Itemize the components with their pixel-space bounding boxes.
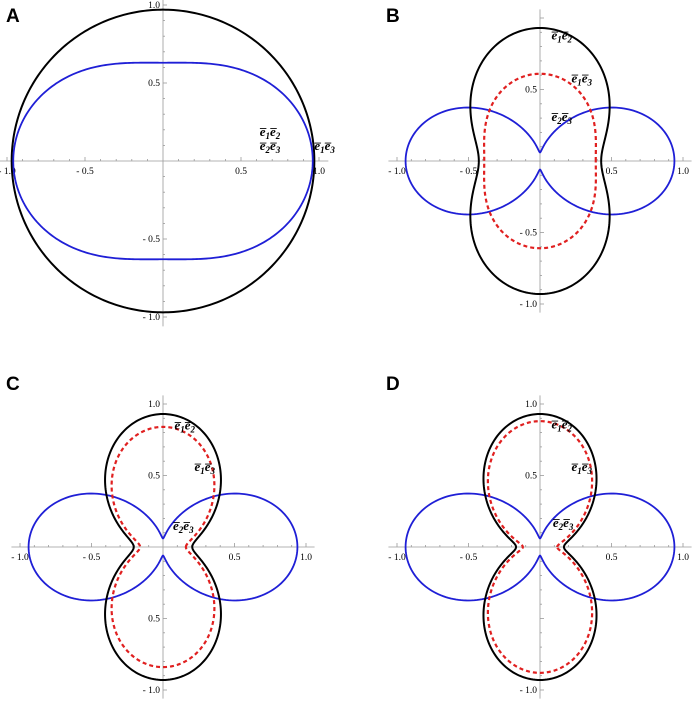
panel-a-x-tick-label: 0.5 bbox=[235, 167, 247, 177]
panel-c-curve-label-2: e̅1e̅3 bbox=[194, 459, 215, 476]
panel-b-series-2 bbox=[469, 27, 611, 295]
panel-a-curve-label-3: e̅1e̅3 bbox=[314, 138, 335, 155]
panel-d-x-tick-label: 1.0 bbox=[677, 553, 689, 563]
panel-a-curve-label-2: e̅2e̅3 bbox=[259, 138, 280, 155]
panel-b-y-tick-label: 0.5 bbox=[525, 86, 537, 96]
panel-d-series-1 bbox=[404, 492, 676, 602]
panel-b-curves bbox=[404, 27, 676, 295]
panel-letter-d: D bbox=[386, 374, 400, 395]
panel-d-y-tick-label: 0.5 bbox=[525, 472, 537, 482]
panel-c-x-tick-label: - 1.0 bbox=[11, 553, 29, 563]
panel-c-x-tick-label: 1.0 bbox=[300, 553, 312, 563]
panel-b-x-tick-label: - 0.5 bbox=[460, 167, 478, 177]
panel-c-y-tick-label: - 1.0 bbox=[143, 686, 161, 696]
panel-b-curve-label-2: e̅1e̅3 bbox=[571, 70, 592, 87]
panel-c-series-1 bbox=[27, 492, 299, 602]
panel-c-labels: e̅1e̅2 e̅1e̅3 e̅2e̅3 bbox=[173, 418, 216, 535]
panel-d-x-tick-label: - 0.5 bbox=[460, 553, 478, 563]
panel-d-series-3 bbox=[486, 420, 594, 674]
panel-c-y-tick-label: 0.5 bbox=[148, 472, 160, 482]
panel-a-y-tick-label: - 0.5 bbox=[143, 235, 161, 245]
panel-a-axes: - 1.0 - 0.5 0.5 1.0 1.0 0.5 - 0.5 - 1.0 bbox=[0, 0, 329, 327]
panel-c-series-3 bbox=[110, 425, 216, 669]
panel-d-curve-label-1: e̅1e̅2 bbox=[551, 416, 572, 433]
panel-d-curve-label-3: e̅2e̅3 bbox=[552, 515, 573, 532]
panel-c-y-tick-label: 0.5 bbox=[148, 615, 160, 625]
panel-d-axes: - 1.0 - 0.5 0.5 1.0 1.0 0.5 - 1.0 bbox=[388, 395, 692, 699]
panel-b-x-tick-label: 1.0 bbox=[677, 167, 689, 177]
panel-c-curve-label-1: e̅1e̅2 bbox=[174, 418, 195, 435]
panel-b-series-1 bbox=[404, 106, 676, 216]
panel-b-axes: - 1.0 - 0.5 0.5 1.0 0.5 - 0.5 - 1.0 bbox=[388, 9, 692, 313]
panel-a-x-tick-label: - 1.0 bbox=[0, 167, 16, 177]
panel-b-curve-label-1: e̅1e̅2 bbox=[551, 27, 572, 44]
panel-a-curve-label-1: e̅1e̅2 bbox=[259, 124, 280, 141]
panel-a-series-1 bbox=[10, 8, 316, 314]
panel-c-series-2 bbox=[104, 413, 222, 681]
panel-c-x-tick-label: 0.5 bbox=[229, 553, 241, 563]
panel-c-axes: - 1.0 - 0.5 0.5 1.0 1.0 0.5 0.5 - 1.0 bbox=[11, 395, 315, 699]
panel-c-y-tick-label: 1.0 bbox=[148, 400, 160, 410]
panel-a-labels: e̅1e̅2e̅2e̅3 e̅1e̅3 bbox=[259, 124, 335, 155]
panel-b-x-tick-label: - 1.0 bbox=[388, 167, 406, 177]
panel-letter-a: A bbox=[6, 6, 20, 27]
panel-a: A - 1.0 - 0.5 0.5 1.0 1.0 0.5 - 0.5 - 1.0 e̅1e̅… bbox=[0, 0, 335, 327]
panel-d-x-tick-label: - 1.0 bbox=[388, 553, 406, 563]
panel-a-curves bbox=[10, 8, 316, 314]
panel-d-curves bbox=[404, 413, 676, 681]
panel-letter-c: C bbox=[6, 374, 20, 395]
panel-a-x-tick-label: - 0.5 bbox=[76, 167, 94, 177]
panel-b-series-3 bbox=[482, 72, 598, 250]
panel-c-curves bbox=[27, 413, 299, 681]
panel-c-x-tick-label: - 0.5 bbox=[83, 553, 101, 563]
panel-b-x-tick-label: 0.5 bbox=[606, 167, 618, 177]
panel-a-y-tick-label: 0.5 bbox=[148, 79, 160, 89]
panel-d-y-tick-label: 1.0 bbox=[525, 400, 537, 410]
panel-b-y-tick-label: - 1.0 bbox=[520, 300, 538, 310]
panel-d-series-2 bbox=[482, 413, 598, 681]
panel-d-y-tick-label: - 1.0 bbox=[520, 686, 538, 696]
panel-a-y-tick-label: - 1.0 bbox=[143, 313, 161, 323]
panel-a-y-tick-label: 1.0 bbox=[148, 1, 160, 11]
panel-c-curve-label-3: e̅2e̅3 bbox=[173, 518, 194, 535]
panel-b-curve-label-3: e̅2e̅3 bbox=[551, 109, 572, 126]
panel-d-x-tick-label: 0.5 bbox=[606, 553, 618, 563]
panel-b-y-tick-label: - 0.5 bbox=[520, 229, 538, 239]
panel-d-curve-label-2: e̅1e̅3 bbox=[571, 459, 592, 476]
panel-a-series-2 bbox=[12, 61, 314, 261]
panel-a-x-tick-label: 1.0 bbox=[313, 167, 325, 177]
panel-d-labels: e̅1e̅2 e̅1e̅3 e̅2e̅3 bbox=[551, 416, 592, 532]
panel-b-labels: e̅1e̅2 e̅1e̅3 e̅2e̅3 bbox=[551, 27, 592, 126]
panel-letter-b: B bbox=[386, 6, 400, 27]
